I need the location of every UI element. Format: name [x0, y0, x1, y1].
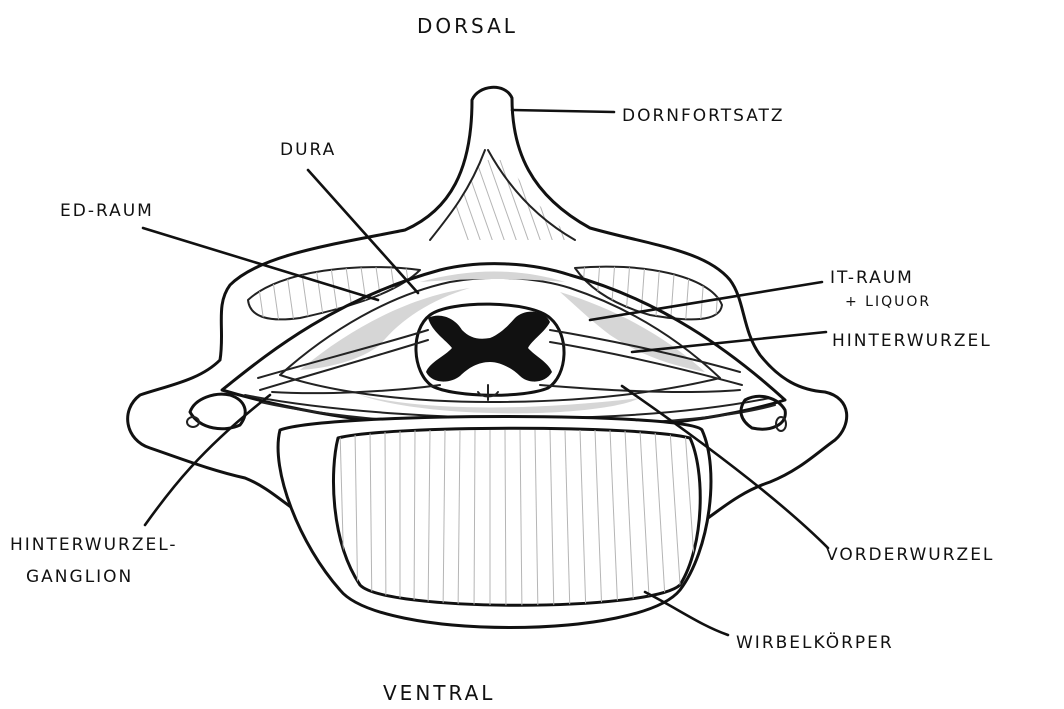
- label-hinterwurzel-ganglion-line1: HINTERWURZEL-: [10, 535, 178, 555]
- label-hinterwurzel-ganglion-line2: GANGLION: [26, 567, 133, 587]
- vertebral-body: [278, 417, 711, 628]
- label-ventral: VENTRAL: [383, 681, 495, 705]
- label-it-raum-line1: IT-RAUM: [830, 268, 914, 288]
- label-hinterwurzel: HINTERWURZEL: [832, 331, 992, 351]
- label-dura: DURA: [280, 140, 336, 160]
- label-wirbelkoerper: WIRBELKÖRPER: [736, 631, 894, 653]
- label-vorderwurzel: VORDERWURZEL: [826, 545, 994, 565]
- leader-dornfortsatz: [512, 110, 614, 112]
- label-ed-raum: ED-RAUM: [60, 201, 154, 221]
- leader-wirbelkoerper: [645, 592, 728, 635]
- label-it-raum-line2: + LIQUOR: [845, 294, 931, 310]
- label-dorsal: DORSAL: [417, 14, 518, 38]
- label-dornfortsatz: DORNFORTSATZ: [622, 106, 785, 126]
